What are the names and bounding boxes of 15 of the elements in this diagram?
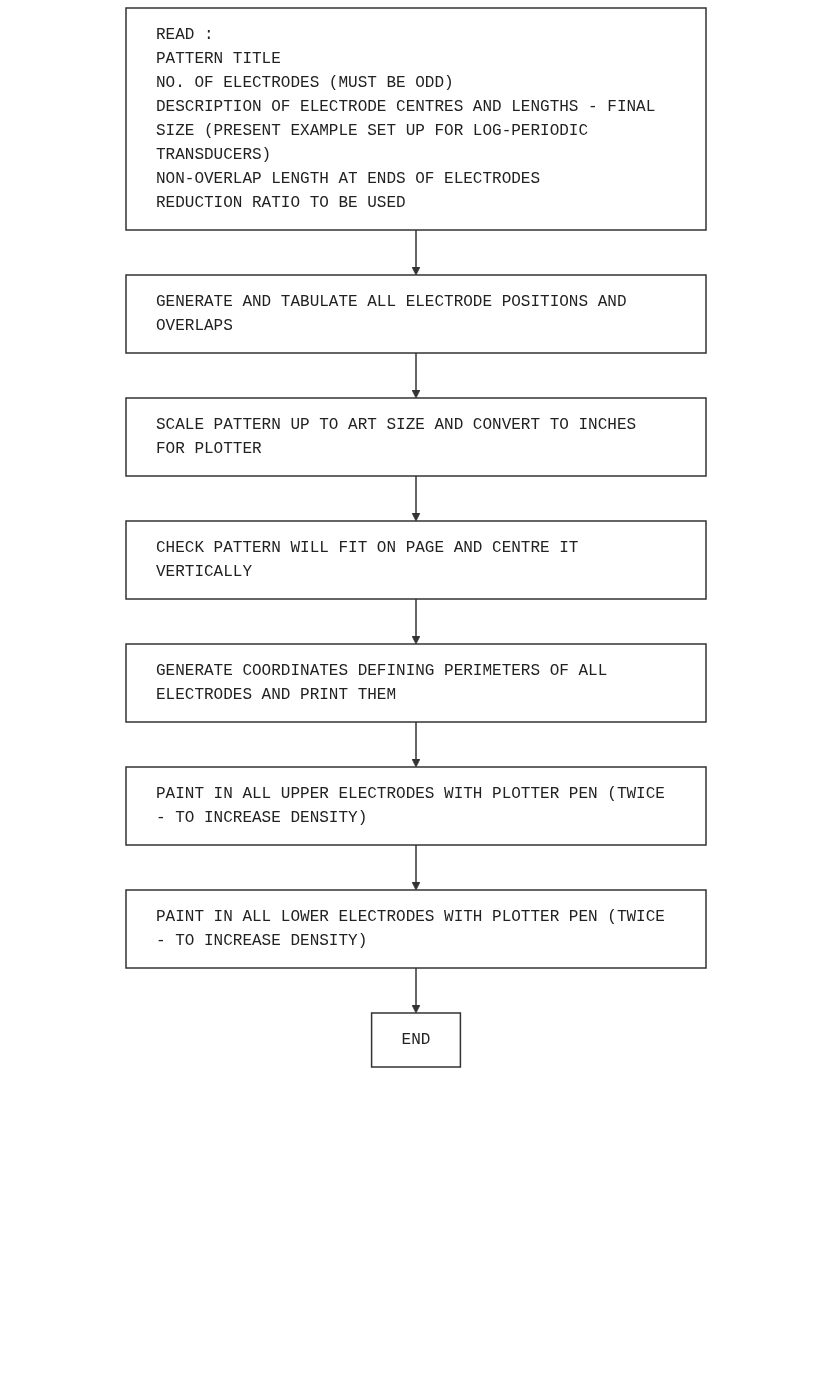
node-box: PAINT IN ALL UPPER ELECTRODES WITH PLOTTER PEN (TWICE - TO INCREASE DENSITY) [125,766,707,846]
node-box: PAINT IN ALL LOWER ELECTRODES WITH PLOTTER PEN (TWICE - TO INCREASE DENSITY) [125,889,707,969]
arrow [411,598,421,645]
node-box: GENERATE AND TABULATE ALL ELECTRODE POSITIONS AND OVERLAPS [125,274,707,354]
node-box: END [370,1012,462,1068]
node-box: CHECK PATTERN WILL FIT ON PAGE AND CENTRE IT VERTICALLY [125,520,707,600]
node-box: GENERATE COORDINATES DEFINING PERIMETERS OF ALL ELECTRODES AND PRINT THEM [125,643,707,723]
arrow [411,352,421,399]
node-box: READ : PATTERN TITLE NO. OF ELECTRODES (MUST BE ODD) DESCRIPTION OF ELECTRODE CENTRES AND LENGTHS - FINAL SIZE (PRESENT EXAMPLE SET UP FOR LOG-PERIODIC TRANSDUCERS) NON-OVERLAP LENGTH AT ENDS OF ELECTRODES REDUCTION RATIO TO BE USED [125,7,707,231]
arrow [411,475,421,522]
arrow [411,229,421,276]
node-box: SCALE PATTERN UP TO ART SIZE AND CONVERT TO INCHES FOR PLOTTER [125,397,707,477]
arrow [411,844,421,891]
arrow [411,721,421,768]
arrow [411,967,421,1014]
